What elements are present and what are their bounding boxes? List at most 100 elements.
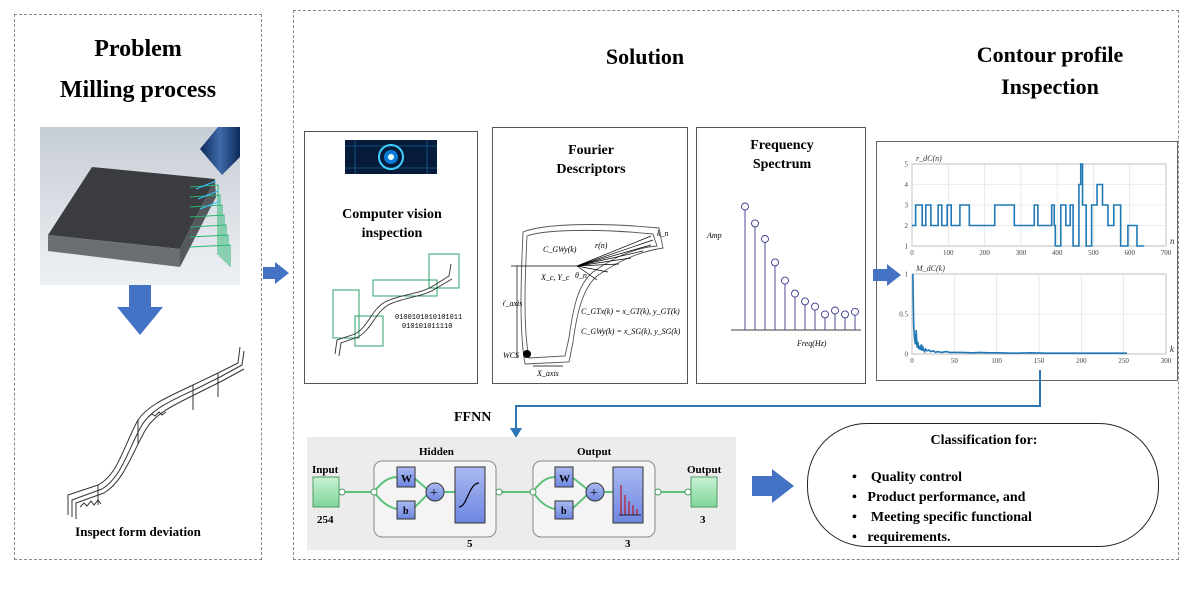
frequency-panel: Frequency Spectrum Amp Freq(Hz) — [696, 127, 866, 384]
spectrum-point — [851, 307, 859, 316]
problem-caption: Inspect form deviation — [75, 524, 201, 539]
series-line — [912, 273, 1128, 355]
fourier-diagram: C_GWy(k) r(n) k_n θ_n X_c, Y_c Y_axis X_… — [503, 224, 681, 378]
x-tick-label: 200 — [1076, 357, 1087, 365]
ffnn-plus-output: + — [590, 486, 598, 501]
problem-panel — [14, 14, 262, 560]
problem-title: Problem — [94, 36, 182, 62]
fd-label-wcs: WCS — [503, 351, 519, 360]
spectrum-point — [771, 258, 779, 267]
fs-subtitle: Spectrum — [752, 157, 812, 172]
ffnn-w-output: W — [559, 473, 570, 485]
series-line — [912, 163, 1145, 247]
milling-render — [40, 127, 240, 285]
x-tick-label: 250 — [1118, 357, 1129, 365]
solution-title: Solution — [605, 44, 685, 69]
ffnn-input-size: 254 — [317, 514, 334, 526]
rdc-chart: 0 100 200 300 400 500 600 700 1 2 3 4 5 r_dC(n)n — [905, 154, 1176, 257]
fd-label-theta: θ_n — [575, 271, 587, 280]
y-tick-label: 1 — [905, 243, 909, 251]
down-arrow-icon — [117, 285, 163, 335]
ffnn-output-box-size: 3 — [700, 514, 706, 526]
spectrum-point — [761, 235, 769, 243]
fs-ylabel: Amp — [706, 231, 722, 240]
x-tick-label: 50 — [951, 357, 959, 365]
y-axis-label: M_dC(k) — [915, 264, 945, 273]
spectrum-point — [821, 310, 829, 319]
vision-eye-icon — [345, 140, 437, 174]
ffnn-plus-hidden: + — [430, 486, 438, 501]
ffnn-diagram: Input 254 Hidden 5 Output 3 Output 3 W b… — [307, 437, 736, 550]
connector-line — [510, 370, 1041, 438]
computer-vision-panel: Computer vision inspection 0100101010101… — [304, 131, 478, 384]
y-tick-label: 0.5 — [899, 311, 908, 319]
y-tick-label: 3 — [905, 202, 909, 210]
classification-item: • requirements. — [852, 530, 951, 545]
x-tick-label: 0 — [910, 249, 914, 257]
cv-contour-sketch — [332, 253, 460, 357]
right-arrow-icon-2 — [873, 264, 901, 286]
ffnn-hidden-size: 5 — [467, 538, 473, 550]
cv-subtitle: inspection — [361, 226, 423, 241]
y-tick-label: 0 — [905, 351, 909, 359]
fd-label-xcyc: X_c, Y_c — [540, 273, 570, 282]
x-tick-label: 300 — [1016, 249, 1027, 257]
spectrum-point — [741, 202, 749, 211]
y-tick-label: 4 — [905, 181, 909, 189]
ffnn-hidden-label: Hidden — [419, 446, 454, 458]
spectrum-point — [831, 306, 839, 315]
cv-title: Computer vision — [342, 207, 442, 222]
ffnn-output-size: 3 — [625, 538, 631, 550]
classification-list: • Quality control • Product performance,… — [852, 468, 1032, 548]
ffnn-input-label: Input — [312, 464, 339, 476]
right-arrow-icon-3 — [752, 469, 794, 503]
x-axis-label: k — [1170, 344, 1175, 354]
ffnn-b-hidden: b — [403, 506, 409, 517]
x-tick-label: 200 — [979, 249, 990, 257]
contour-subtitle: Inspection — [1001, 74, 1099, 99]
fd-title: Fourier — [568, 143, 614, 158]
classification-title: Classification for: — [930, 433, 1038, 448]
binary-text-1: 0100101010101011 — [395, 314, 463, 322]
y-axis-label: r_dC(n) — [916, 154, 942, 163]
contour-title: Contour profile — [976, 42, 1124, 67]
y-tick-label: 5 — [905, 161, 909, 169]
spectrum-point — [791, 289, 799, 298]
fd-label-xaxis: X_axis — [536, 369, 559, 378]
fd-label-cgw: C_GWy(k) — [543, 245, 577, 254]
x-tick-label: 150 — [1034, 357, 1045, 365]
spectrum-point — [801, 297, 809, 306]
x-tick-label: 400 — [1052, 249, 1063, 257]
fs-xlabel: Freq(Hz) — [796, 339, 827, 348]
fs-title: Frequency — [750, 138, 814, 153]
fourier-panel: Fourier Descriptors C_GWy(k) r(n) k_n θ_… — [492, 127, 688, 384]
x-tick-label: 100 — [991, 357, 1002, 365]
x-tick-label: 100 — [943, 249, 954, 257]
classification-box: Classification for: • Quality control • … — [807, 423, 1159, 547]
binary-text-2: 010101011110 — [402, 323, 453, 331]
fd-equation-2: C_GWy(k) = x_SG(k), y_SG(k) — [581, 327, 681, 336]
x-tick-label: 300 — [1161, 357, 1172, 365]
x-tick-label: 500 — [1088, 249, 1099, 257]
spectrum-point — [841, 310, 849, 319]
ffnn-label: FFNN — [454, 410, 492, 425]
contour-sketch — [67, 346, 245, 519]
fd-subtitle: Descriptors — [556, 162, 626, 177]
fd-equation-1: C_GTx(k) = x_GT(k), y_GT(k) — [581, 307, 680, 316]
ffnn-b-output: b — [561, 506, 567, 517]
classification-item: • Product performance, and — [852, 490, 1026, 505]
x-tick-label: 700 — [1161, 249, 1172, 257]
ffnn-w-hidden: W — [401, 473, 412, 485]
fd-label-kn: k_n — [657, 229, 669, 238]
fd-label-rn: r(n) — [595, 241, 608, 250]
x-tick-label: 0 — [910, 357, 914, 365]
x-tick-label: 600 — [1124, 249, 1135, 257]
y-tick-label: 2 — [905, 222, 909, 230]
fd-label-yaxis: Y_axis — [503, 299, 522, 308]
ffnn-output-box-label: Output — [687, 464, 722, 476]
spectrum-point — [751, 219, 759, 228]
x-axis-label: n — [1170, 236, 1175, 246]
spectrum-point — [811, 302, 819, 311]
classification-item: • Meeting specific functional — [852, 510, 1032, 525]
